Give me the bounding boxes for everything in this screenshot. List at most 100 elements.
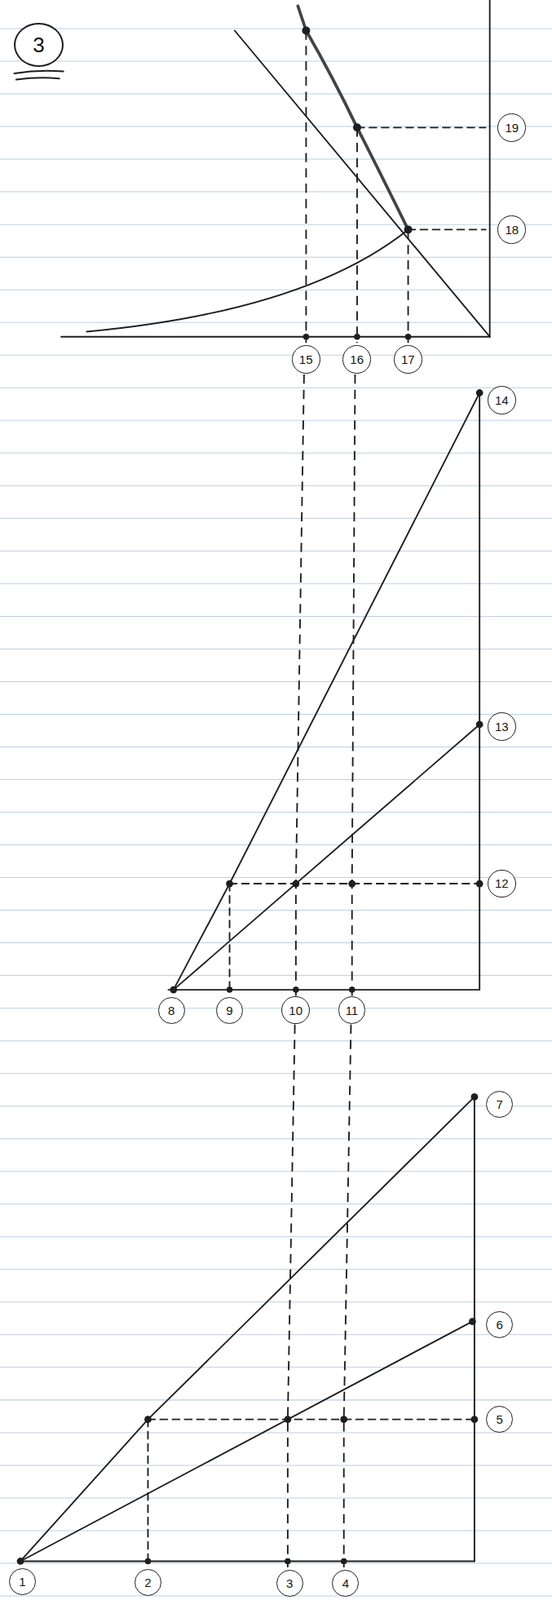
point-dot <box>144 1414 152 1422</box>
point-dot <box>292 985 300 993</box>
point-dot <box>476 720 484 729</box>
axis-line <box>61 335 491 338</box>
ruled-line <box>0 1300 552 1302</box>
points <box>17 26 484 1564</box>
point-dot <box>340 1414 348 1422</box>
point-dot <box>292 879 301 888</box>
triangle-side <box>173 392 480 990</box>
ruled-line <box>0 354 552 356</box>
triangle-side <box>173 724 480 990</box>
ruled-line <box>0 485 552 486</box>
point-dot <box>301 26 310 36</box>
dashed-line <box>147 1418 150 1559</box>
callout-circle: 8 <box>158 996 186 1024</box>
section-number: 3 <box>13 22 63 67</box>
ruled-line <box>0 941 552 943</box>
ruled-line <box>0 28 552 30</box>
ruled-line <box>0 843 552 845</box>
point-dot <box>348 879 356 888</box>
point-dot <box>353 333 361 341</box>
axis-line <box>167 988 480 990</box>
callout-circle: 11 <box>338 995 367 1024</box>
callout-number: 9 <box>225 1003 233 1016</box>
callout-circle: 12 <box>487 869 517 898</box>
ruled-line <box>0 322 552 323</box>
dashed-line <box>147 1417 473 1420</box>
ruled-line <box>0 876 552 878</box>
callout-circle: 19 <box>497 113 526 142</box>
axis-line <box>20 1559 475 1562</box>
callout-circle: 18 <box>497 215 526 244</box>
dashed-line <box>357 126 486 129</box>
ruled-line <box>0 582 552 584</box>
callout-number: 11 <box>345 1003 359 1016</box>
dashed-line <box>344 1024 352 1567</box>
underline-stroke <box>14 70 64 74</box>
axis-line <box>473 1095 476 1560</box>
ruled-line <box>0 289 552 291</box>
point-dot <box>353 123 362 132</box>
ruled-line <box>0 1561 552 1563</box>
callout-circle: 6 <box>485 1310 513 1338</box>
ruled-line <box>0 713 552 715</box>
ruled-line <box>0 191 552 193</box>
ruled-line <box>0 387 552 389</box>
point-dot <box>348 985 356 993</box>
ruled-lines <box>0 28 552 1595</box>
ruled-line <box>0 1137 552 1139</box>
ruled-line <box>0 1072 552 1074</box>
ruled-line <box>0 1202 552 1204</box>
ruled-line <box>0 93 552 95</box>
ruled-line <box>0 1398 552 1400</box>
callout-circle: 3 <box>276 1568 304 1596</box>
point-dot <box>405 333 412 341</box>
ruled-line <box>0 1170 552 1171</box>
ruled-line <box>0 1104 552 1106</box>
callout-circle: 7 <box>485 1090 513 1118</box>
ruled-line <box>0 452 552 454</box>
callout-number: 13 <box>494 719 509 733</box>
dashed-line <box>287 1024 296 1567</box>
underline-stroke <box>16 77 60 80</box>
ruled-line <box>0 61 552 62</box>
callout-circle: 10 <box>281 995 310 1025</box>
ruled-line <box>0 256 552 258</box>
ruled-line <box>0 811 552 813</box>
callout-number: 10 <box>288 1003 303 1016</box>
callout-circle: 16 <box>342 344 371 374</box>
ruled-line <box>0 1528 552 1530</box>
ruled-line <box>0 1463 552 1465</box>
point-dot <box>468 1316 477 1325</box>
ruled-line <box>0 550 552 552</box>
callout-number: 4 <box>342 1576 349 1589</box>
diagonal-line <box>234 30 491 337</box>
point-dot <box>471 1414 479 1422</box>
ruled-line <box>0 778 552 780</box>
dashed-line <box>352 374 356 996</box>
point-dot <box>169 985 177 994</box>
callout-circle: 15 <box>291 344 321 374</box>
callout-circle: 2 <box>134 1567 162 1595</box>
ruled-line <box>0 1333 552 1334</box>
ruled-line <box>0 1430 552 1432</box>
callout-number: 5 <box>496 1412 504 1425</box>
triangle-side <box>20 1095 475 1560</box>
ruled-line <box>0 126 552 128</box>
point-dot <box>476 879 484 888</box>
dashed-line <box>229 883 231 988</box>
ruled-line <box>0 419 552 421</box>
ruled-line <box>0 1267 552 1269</box>
callout-circle: 9 <box>216 996 243 1024</box>
callout-number: 19 <box>504 121 519 134</box>
callout-circle: 4 <box>331 1568 359 1596</box>
point-dot <box>340 1557 348 1564</box>
ruled-line <box>0 224 552 226</box>
ruled-line <box>0 1235 552 1237</box>
ruled-line <box>0 1006 552 1008</box>
ruled-line <box>0 1594 552 1595</box>
callout-circle: 5 <box>485 1404 513 1432</box>
dashed-line <box>356 127 358 343</box>
